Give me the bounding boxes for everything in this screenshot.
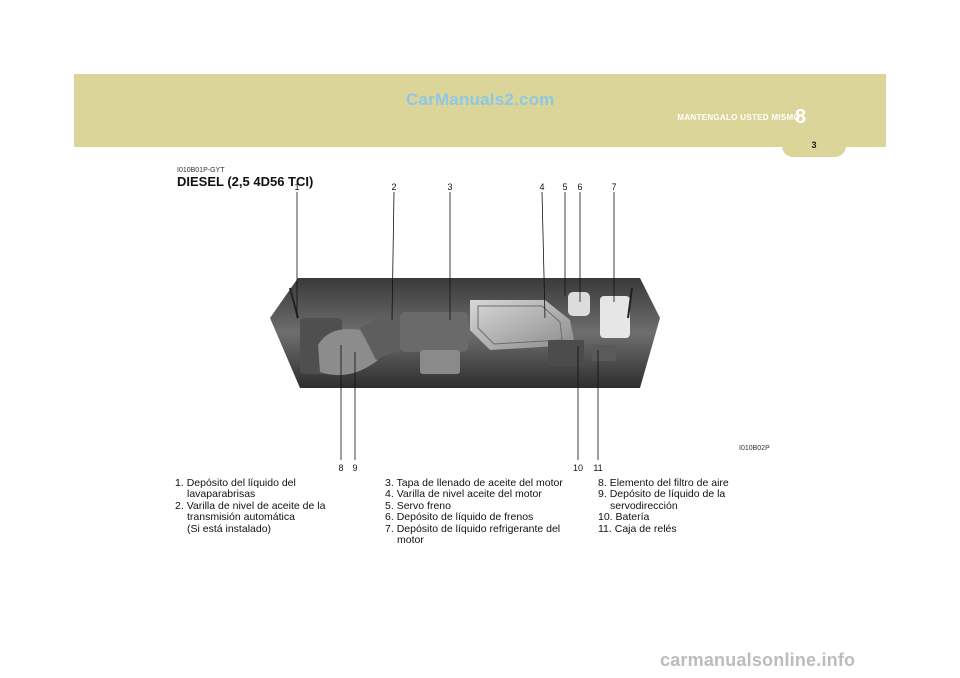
brake-reservoir — [568, 292, 590, 316]
legend-number: 7. — [385, 522, 394, 535]
coolant-reservoir — [600, 296, 630, 338]
legend-number: 4. — [385, 488, 394, 501]
callout-number-4: 4 — [539, 182, 545, 192]
legend-text: Depósito de líquido refrigerante del — [396, 522, 561, 535]
callout-number-11: 11 — [593, 463, 603, 473]
page-tab: 3 — [782, 135, 846, 157]
legend-text: motor — [397, 534, 424, 547]
callout-number-7: 7 — [611, 182, 617, 192]
legend-column-1: 1. Depósito del líquido del lavaparabris… — [175, 477, 370, 535]
photo-code: I010B02P — [739, 445, 770, 452]
legend-text: Varilla de nivel aceite del motor — [396, 488, 542, 501]
legend-text: Depósito de líquido de la — [609, 488, 726, 501]
legend-number: 8. — [598, 477, 607, 489]
legend-text: Depósito del líquido del — [186, 477, 296, 489]
header-band — [74, 74, 886, 147]
page-number: 3 — [811, 140, 817, 150]
legend-number: 5. — [385, 499, 394, 512]
legend-text: transmisión automática — [187, 511, 295, 524]
legend-item: 3. Tapa de llenado de aceite del motor — [385, 477, 585, 489]
callout-number-1: 1 — [294, 182, 300, 192]
footer-watermark[interactable]: carmanualsonline.info — [660, 650, 856, 670]
callout-number-8: 8 — [338, 463, 344, 473]
legend-item: 2. Varilla de nivel de aceite de la tran… — [175, 499, 370, 535]
legend-text: Varilla de nivel de aceite de la — [186, 499, 326, 512]
chapter-number: 8 — [795, 106, 807, 128]
legend-item: 8. Elemento del filtro de aire — [598, 477, 768, 489]
air-filter — [318, 329, 378, 376]
callout-number-6: 6 — [577, 182, 583, 192]
legend-item: 4. Varilla de nivel aceite del motor — [385, 488, 585, 501]
callout-number-5: 5 — [562, 182, 568, 192]
legend-column-2: 3. Tapa de llenado de aceite del motor 4… — [385, 477, 585, 547]
callout-number-9: 9 — [352, 463, 358, 473]
callout-number-2: 2 — [391, 182, 397, 192]
legend-column-3: 8. Elemento del filtro de aire 9. Depósi… — [598, 477, 768, 535]
legend-number: 9. — [598, 488, 607, 501]
legend-text: Servo freno — [396, 499, 451, 512]
legend-text: (Si está instalado) — [187, 522, 272, 535]
legend-item: 1. Depósito del líquido del lavaparabris… — [175, 477, 370, 501]
site-watermark[interactable]: CarManuals2.com — [406, 90, 555, 109]
legend-text: lavaparabrisas — [187, 488, 256, 501]
legend-text: Tapa de llenado de aceite del motor — [396, 477, 563, 489]
legend-text: Batería — [615, 511, 650, 524]
legend-item: 11. Caja de relés — [598, 522, 768, 535]
legend-number: 11. — [598, 522, 612, 535]
section-title: MANTENGALO USTED MISMO — [677, 113, 800, 122]
legend-item: 10. Batería — [598, 511, 768, 524]
legend-number: 10. — [598, 511, 613, 524]
legend-text: Elemento del filtro de aire — [609, 477, 729, 489]
legend-item: 6. Depósito de líquido de frenos — [385, 511, 585, 524]
legend-text: servodirección — [610, 499, 678, 512]
legend-text: Caja de relés — [614, 522, 677, 535]
legend-number: 1. — [175, 477, 184, 489]
legend-number: 6. — [385, 511, 394, 524]
legend-item: 5. Servo freno — [385, 499, 585, 512]
callout-number-3: 3 — [447, 182, 453, 192]
legend-item: 7. Depósito de líquido refrigerante del … — [385, 522, 585, 547]
figure-title: DIESEL (2,5 4D56 TCI) — [177, 174, 314, 189]
legend-text: Depósito de líquido de frenos — [396, 511, 534, 524]
callout-lines — [296, 191, 615, 460]
doc-code: I010B01P-GYT — [177, 167, 225, 174]
callout-number-10: 10 — [572, 463, 584, 473]
legend-number: 3. — [385, 477, 394, 489]
legend-number: 2. — [175, 499, 184, 512]
legend-item: 9. Depósito de líquido de la servodirecc… — [598, 488, 768, 512]
